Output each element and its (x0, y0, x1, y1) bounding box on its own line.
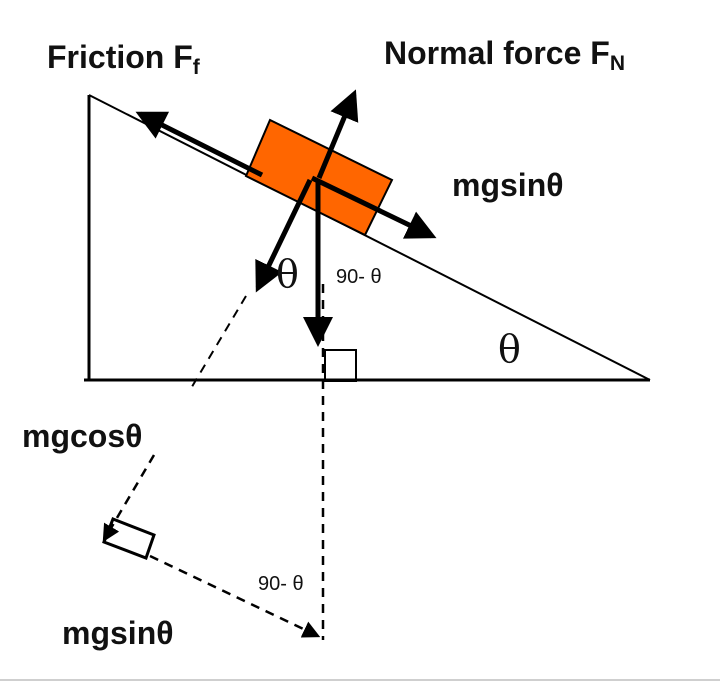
theta-block-label: θ (276, 252, 299, 296)
dashed-mgcos-lower (102, 454, 156, 543)
mgsin-arrow (310, 175, 437, 239)
dashed-mgsin-lower (149, 554, 321, 638)
incline-hypotenuse (88, 94, 651, 381)
theta-incline-label: θ (498, 327, 521, 371)
normal-force-label: Normal force FN (384, 35, 625, 75)
dashed-mgcos-extension (189, 295, 247, 391)
normal-force-arrow (316, 89, 359, 179)
mgsin-top-label: mgsinθ (452, 167, 564, 203)
ninety-minus-theta-top-label: 90- θ (336, 266, 382, 288)
right-angle-marker-base (324, 349, 357, 382)
ninety-minus-theta-bottom-label: 90- θ (258, 573, 304, 595)
friction-label: Friction Ff (47, 39, 201, 79)
mgsin-bottom-label: mgsinθ (62, 615, 174, 651)
mgcos-label: mgcosθ (22, 418, 142, 454)
friction-arrow (135, 111, 264, 178)
mgcos-arrow (255, 178, 313, 293)
